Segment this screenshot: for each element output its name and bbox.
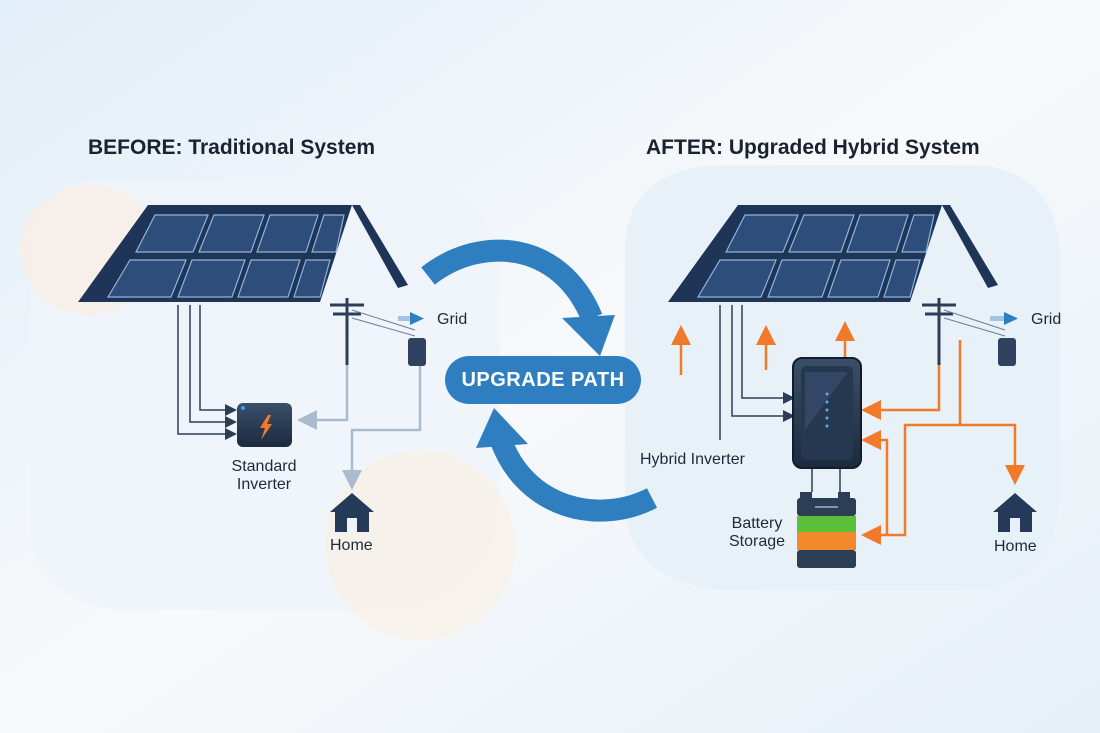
hybrid-inverter-label: Hybrid Inverter bbox=[640, 451, 745, 468]
after-utility-pole bbox=[922, 298, 1006, 365]
after-home-label: Home bbox=[994, 538, 1037, 555]
battery-label-line2: Storage bbox=[728, 533, 786, 550]
before-solar-roof bbox=[78, 205, 408, 302]
before-grid-flow bbox=[297, 340, 422, 490]
upgrade-arrow-top bbox=[421, 239, 615, 356]
after-wiring bbox=[719, 305, 841, 492]
after-home-icon bbox=[993, 493, 1037, 532]
before-wiring bbox=[177, 305, 237, 440]
after-grid-arrow-icon bbox=[990, 312, 1018, 325]
hybrid-inverter-icon bbox=[792, 357, 862, 469]
after-title: AFTER: Upgraded Hybrid System bbox=[646, 136, 980, 159]
before-grid-arrow-icon bbox=[398, 312, 424, 325]
battery-storage-label: Battery Storage bbox=[722, 515, 792, 551]
before-home-label: Home bbox=[330, 537, 373, 554]
upgrade-arrow-bottom bbox=[476, 408, 658, 522]
before-inverter-label-line1: Standard bbox=[231, 458, 297, 475]
battery-storage-icon bbox=[797, 492, 856, 568]
before-inverter-label: Standard Inverter bbox=[222, 458, 306, 494]
before-meter-box bbox=[408, 338, 426, 366]
before-grid-label: Grid bbox=[437, 311, 468, 328]
before-accent-blob-2 bbox=[325, 450, 515, 640]
before-home-icon bbox=[330, 493, 374, 532]
after-meter-box bbox=[998, 338, 1016, 366]
before-utility-pole bbox=[330, 298, 416, 365]
before-title: BEFORE: Traditional System bbox=[88, 136, 376, 159]
battery-label-line1: Battery bbox=[731, 515, 783, 532]
standard-inverter-icon bbox=[237, 403, 292, 447]
before-inverter-label-line2: Inverter bbox=[236, 476, 292, 493]
after-grid-label: Grid bbox=[1031, 311, 1062, 328]
upgrade-path-badge: UPGRADE PATH bbox=[445, 356, 641, 404]
after-solar-roof bbox=[668, 205, 998, 302]
after-solar-output-arrows bbox=[671, 321, 855, 375]
